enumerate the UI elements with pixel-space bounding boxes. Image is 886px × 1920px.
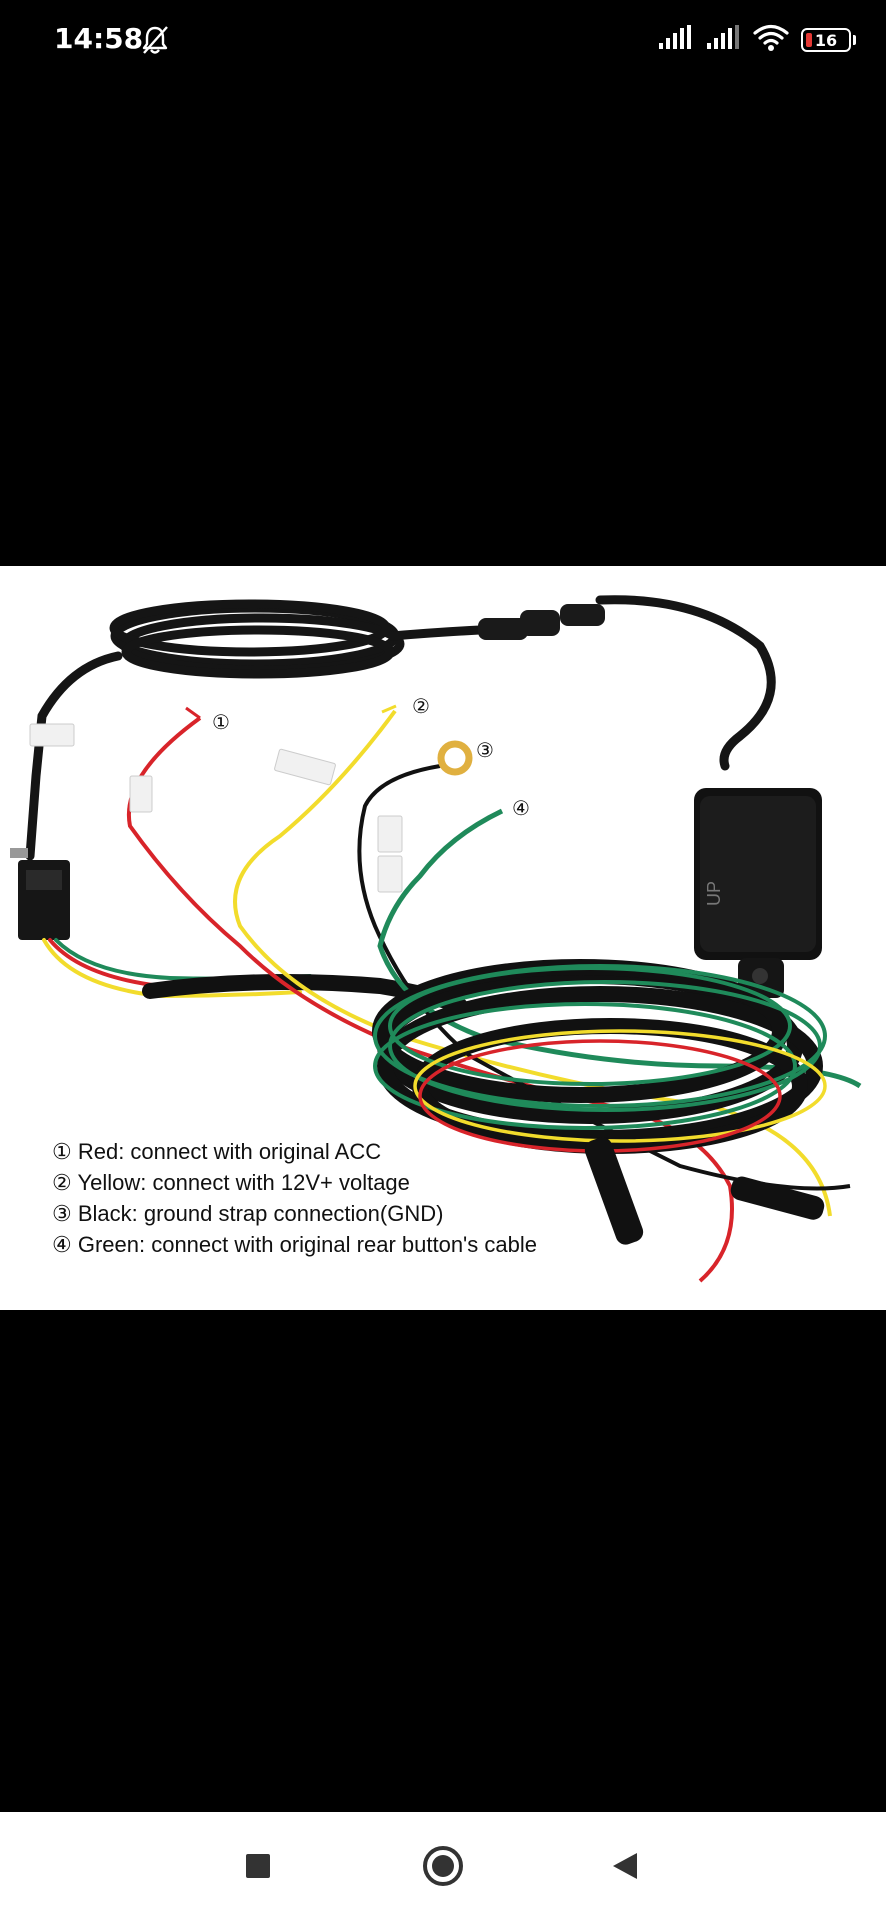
signal-icon xyxy=(657,25,693,55)
navigation-bar xyxy=(0,1812,886,1920)
battery-level: 16 xyxy=(814,30,838,50)
status-time: 14:58 xyxy=(54,22,144,55)
bell-off-icon xyxy=(140,24,170,60)
callout-3: ③ xyxy=(476,738,494,762)
wiring-harness-illustration: UP xyxy=(10,595,862,1283)
back-button[interactable] xyxy=(565,1812,685,1920)
battery-icon: 16 xyxy=(801,28,856,52)
wiring-legend: ① Red: connect with original ACC ② Yello… xyxy=(52,1136,537,1260)
legend-item-black: ③ Black: ground strap connection(GND) xyxy=(52,1201,444,1226)
legend-item-green: ④ Green: connect with original rear butt… xyxy=(52,1232,537,1257)
legend-item-red: ① Red: connect with original ACC xyxy=(52,1139,382,1164)
square-icon xyxy=(246,1854,270,1878)
wifi-icon xyxy=(753,24,789,56)
status-bar: 14:58 xyxy=(0,0,886,84)
callout-2: ② xyxy=(412,694,430,718)
signal-icon xyxy=(705,25,741,55)
callout-4: ④ xyxy=(512,796,530,820)
back-triangle-icon xyxy=(613,1853,637,1879)
recent-apps-button[interactable] xyxy=(198,1812,318,1920)
home-button[interactable] xyxy=(383,1812,503,1920)
product-photo[interactable]: UP xyxy=(0,566,886,1310)
circle-icon xyxy=(423,1846,463,1886)
battery-fill xyxy=(806,33,812,47)
module-label: UP xyxy=(704,881,724,906)
callout-1: ① xyxy=(212,710,230,734)
legend-item-yellow: ② Yellow: connect with 12V+ voltage xyxy=(52,1170,410,1195)
